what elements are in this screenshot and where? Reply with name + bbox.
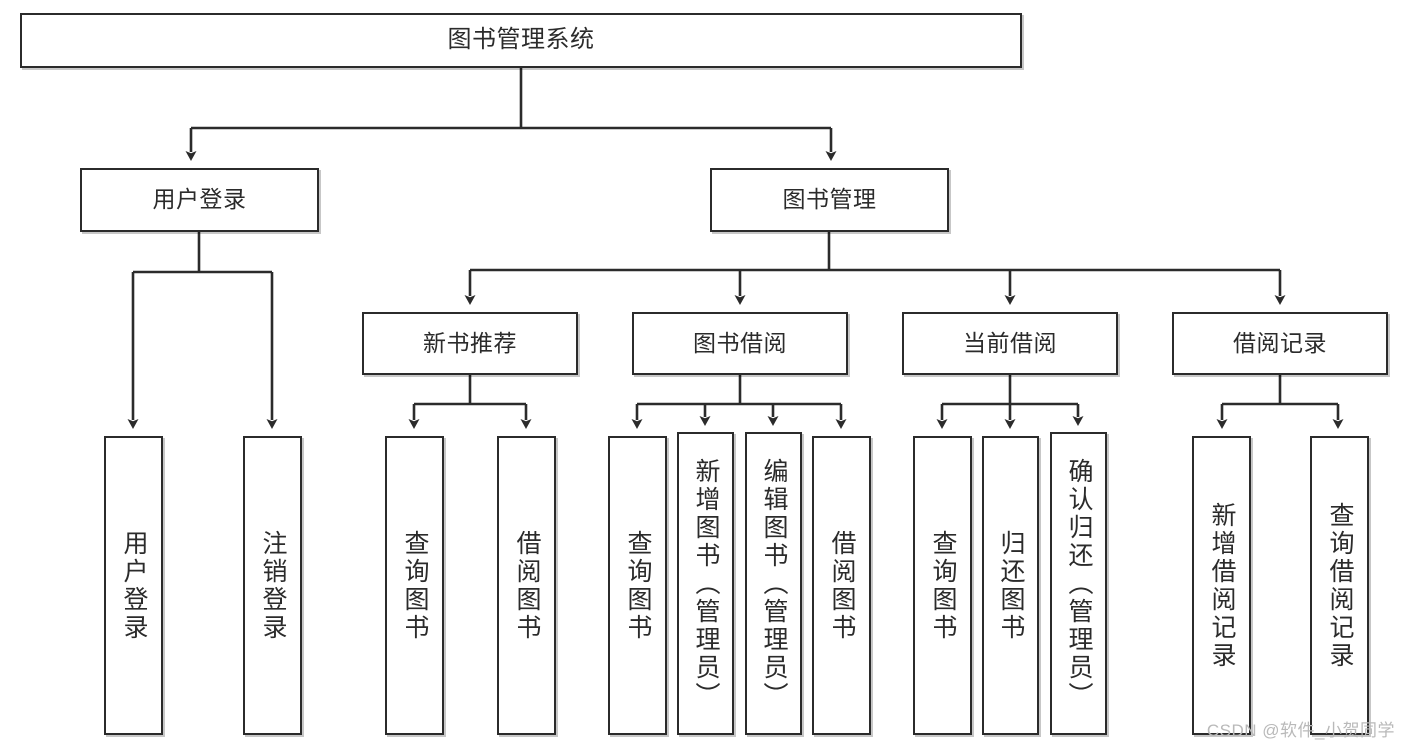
- node-root-label: 图书管理系统: [447, 26, 595, 54]
- node-new-book-recommend-label: 新书推荐: [423, 329, 517, 356]
- node-current-borrow-label: 当前借阅: [963, 329, 1057, 356]
- node-leaf-add-record-label: 新增借阅记录: [1208, 501, 1236, 670]
- node-leaf-borrow-book-2[interactable]: 借阅图书: [812, 436, 871, 735]
- node-book-manage-label: 图书管理: [782, 186, 877, 213]
- node-book-manage[interactable]: 图书管理: [710, 168, 949, 232]
- node-book-borrow[interactable]: 图书借阅: [632, 312, 848, 375]
- node-leaf-user-login-label: 用户登录: [120, 529, 148, 642]
- node-leaf-add-book-label: 新增图书（管理员）: [692, 457, 720, 710]
- node-leaf-return-book[interactable]: 归还图书: [982, 436, 1039, 735]
- node-leaf-query-book-1-label: 查询图书: [401, 529, 429, 642]
- node-leaf-borrow-book-1-label: 借阅图书: [513, 529, 541, 642]
- node-leaf-logout-login[interactable]: 注销登录: [243, 436, 302, 735]
- node-leaf-confirm-return[interactable]: 确认归还（管理员）: [1050, 432, 1107, 735]
- node-leaf-query-record[interactable]: 查询借阅记录: [1310, 436, 1369, 735]
- node-leaf-query-book-3[interactable]: 查询图书: [913, 436, 972, 735]
- node-leaf-query-book-1[interactable]: 查询图书: [385, 436, 444, 735]
- node-book-borrow-label: 图书借阅: [693, 329, 787, 356]
- node-borrow-record-label: 借阅记录: [1233, 329, 1327, 356]
- node-leaf-query-book-3-label: 查询图书: [929, 529, 957, 642]
- node-new-book-recommend[interactable]: 新书推荐: [362, 312, 578, 375]
- node-user-login-label: 用户登录: [152, 186, 247, 213]
- node-leaf-add-record[interactable]: 新增借阅记录: [1192, 436, 1251, 735]
- node-leaf-edit-book[interactable]: 编辑图书（管理员）: [745, 432, 802, 735]
- node-borrow-record[interactable]: 借阅记录: [1172, 312, 1388, 375]
- node-leaf-logout-login-label: 注销登录: [259, 529, 287, 642]
- node-leaf-edit-book-label: 编辑图书（管理员）: [760, 457, 788, 710]
- node-leaf-add-book[interactable]: 新增图书（管理员）: [677, 432, 734, 735]
- node-root[interactable]: 图书管理系统: [20, 13, 1022, 68]
- node-leaf-return-book-label: 归还图书: [997, 529, 1025, 642]
- node-leaf-query-book-2[interactable]: 查询图书: [608, 436, 667, 735]
- node-leaf-confirm-return-label: 确认归还（管理员）: [1065, 457, 1093, 710]
- node-leaf-borrow-book-1[interactable]: 借阅图书: [497, 436, 556, 735]
- node-current-borrow[interactable]: 当前借阅: [902, 312, 1118, 375]
- node-leaf-query-record-label: 查询借阅记录: [1326, 501, 1354, 670]
- node-leaf-borrow-book-2-label: 借阅图书: [828, 529, 856, 642]
- node-leaf-user-login[interactable]: 用户登录: [104, 436, 163, 735]
- csdn-watermark: CSDN @软件_小贺同学: [1206, 721, 1395, 740]
- node-user-login[interactable]: 用户登录: [80, 168, 319, 232]
- node-leaf-query-book-2-label: 查询图书: [624, 529, 652, 642]
